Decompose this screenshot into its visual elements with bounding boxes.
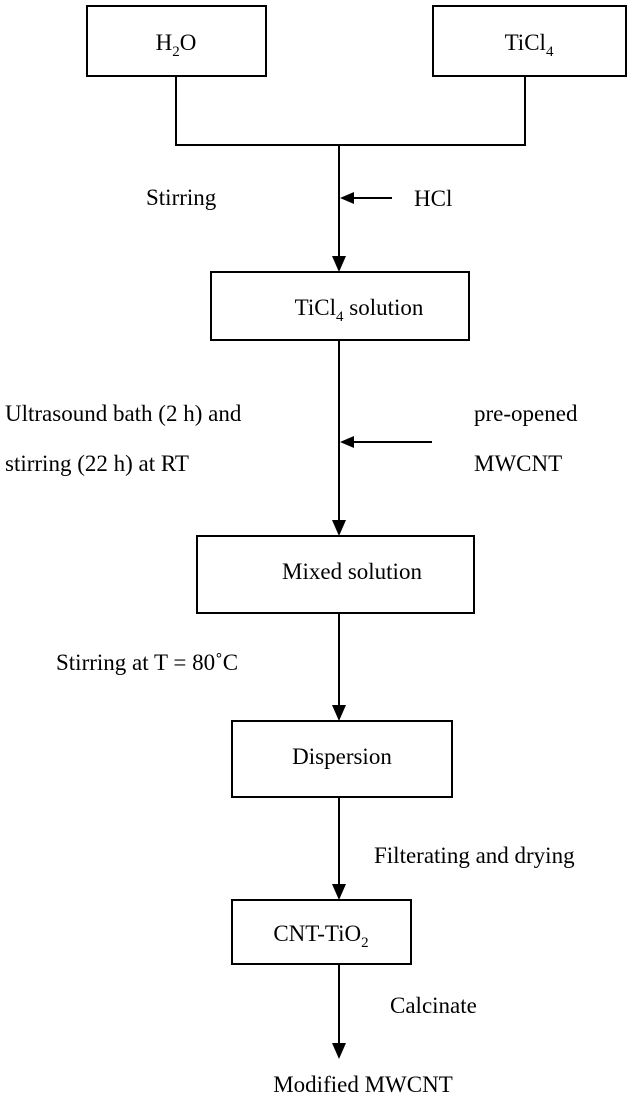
h2o-box xyxy=(86,5,267,77)
step-calcinate: Calcinate xyxy=(390,993,477,1018)
ticl4-solution-box xyxy=(210,271,470,341)
input-preopened-line2: MWCNT xyxy=(474,451,562,476)
mixed-solution-box xyxy=(196,535,475,614)
arrow-head-5 xyxy=(332,1043,346,1059)
dispersion-box xyxy=(231,720,453,798)
step-filtering: Filterating and drying xyxy=(374,843,575,868)
arrow-head-3 xyxy=(332,705,346,721)
mwcnt-arrow-head xyxy=(340,436,354,448)
arrow-head-4 xyxy=(332,884,346,900)
dispersion-label: Dispersion xyxy=(292,744,392,769)
cnt-tio2-box xyxy=(231,899,412,965)
input-preopened-line1: pre-opened xyxy=(474,401,578,426)
arrow-head-2 xyxy=(332,520,346,536)
h2o-label: H2O xyxy=(156,30,197,60)
cnt-tio2-label: CNT-TiO2 xyxy=(273,921,368,951)
ticl4-box xyxy=(432,5,627,77)
mixed-solution-label: Mixed solution xyxy=(282,559,422,584)
modified-mwcnt-label: Modified MWCNT xyxy=(273,1072,453,1097)
hcl-arrow-head xyxy=(340,192,354,204)
input-hcl: HCl xyxy=(414,186,452,211)
step-ultrasound-line1: Ultrasound bath (2 h) and xyxy=(5,401,242,426)
step-stirring: Stirring xyxy=(146,185,217,210)
step-stirring-80: Stirring at T = 80˚C xyxy=(56,650,238,675)
step-ultrasound-line2: stirring (22 h) at RT xyxy=(5,451,189,476)
ticl4-solution-label: TiCl4 solution xyxy=(295,295,424,325)
arrow-head-1 xyxy=(332,256,346,272)
ticl4-label: TiCl4 xyxy=(505,30,554,60)
